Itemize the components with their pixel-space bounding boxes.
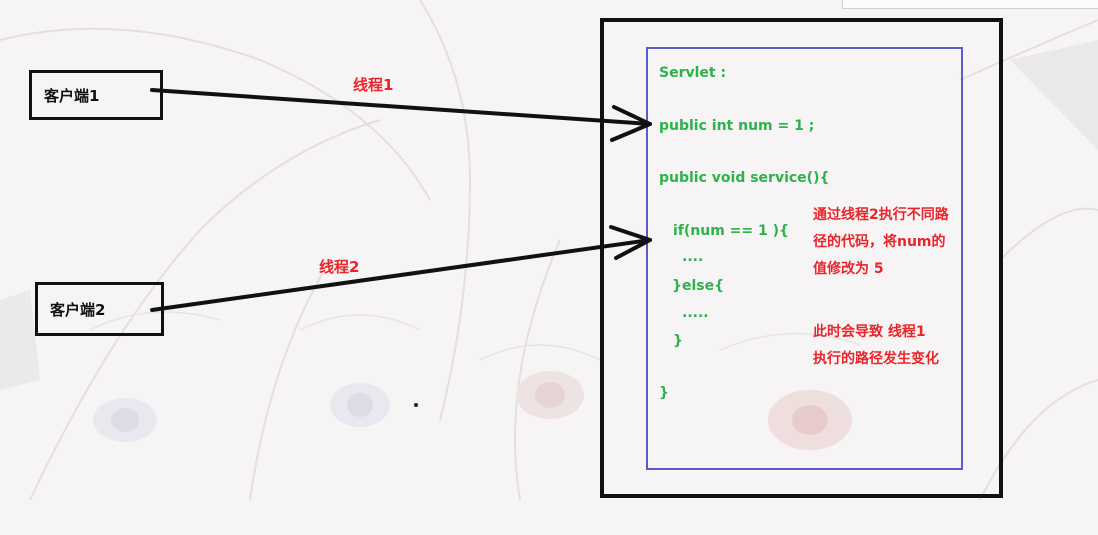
stray-dot (414, 403, 418, 407)
code-line-field: public int num = 1 ; (659, 118, 815, 134)
note-thread2-modify: 通过线程2执行不同路 径的代码，将num的 值修改为 5 (813, 207, 949, 277)
code-line-servlet: Servlet : (659, 65, 727, 81)
code-line-else: }else{ (672, 278, 725, 294)
thread-2-label: 线程2 (319, 258, 360, 276)
window-edge (842, 0, 1098, 9)
code-line-if: if(num == 1 ){ (673, 223, 789, 239)
note-thread1-affected: 此时会导致 线程1 执行的路径发生变化 (813, 324, 939, 367)
client-2-label: 客户端2 (50, 300, 106, 319)
thread-1-label: 线程1 (353, 76, 394, 94)
client-2-box: 客户端2 (35, 282, 164, 336)
code-line-else-body: ..... (682, 305, 709, 321)
client-1-label: 客户端1 (44, 86, 100, 105)
code-line-method: public void service(){ (659, 170, 830, 186)
code-line-if-body: .... (682, 249, 704, 265)
code-line-close-method: } (659, 385, 669, 401)
code-line-close-if: } (673, 333, 683, 349)
client-1-box: 客户端1 (29, 70, 163, 120)
